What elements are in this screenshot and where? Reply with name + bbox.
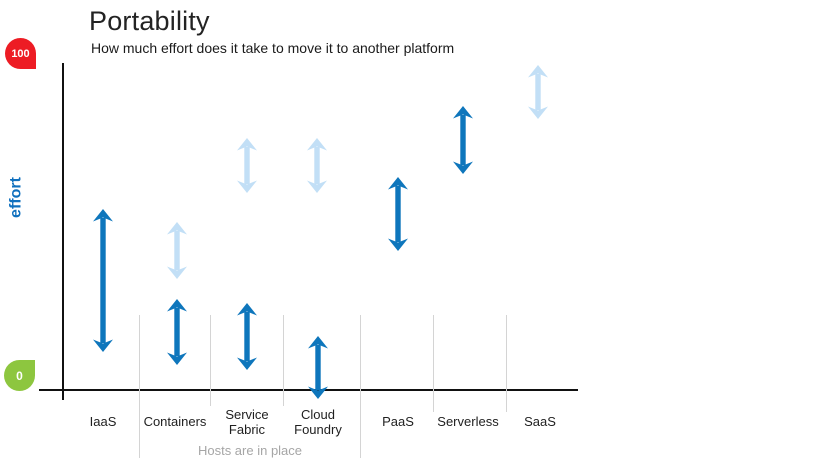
axis-max-badge: 100 xyxy=(5,38,36,69)
group-annotation: Hosts are in place xyxy=(197,443,303,458)
category-divider xyxy=(283,315,284,406)
effort-range-arrow-containers-light xyxy=(167,222,187,279)
category-divider xyxy=(210,315,211,406)
y-axis-label: effort xyxy=(7,177,25,218)
x-axis-line xyxy=(39,389,578,391)
effort-range-arrow-service-fabric-dark xyxy=(237,303,257,370)
category-label-saas: SaaS xyxy=(524,414,556,430)
page-title: Portability xyxy=(89,6,210,36)
effort-range-arrow-serverless-dark xyxy=(453,106,473,174)
category-divider xyxy=(433,315,434,412)
effort-range-arrow-saas-light xyxy=(528,65,548,119)
category-label-containers: Containers xyxy=(143,414,207,430)
category-label-cloud-foundry: Cloud Foundry xyxy=(294,406,342,437)
category-divider xyxy=(139,315,140,458)
effort-range-arrow-paas-dark xyxy=(388,177,408,251)
axis-min-badge: 0 xyxy=(4,360,35,391)
y-axis-line xyxy=(62,63,64,400)
category-label-paas: PaaS xyxy=(382,414,414,430)
category-label-serverless: Serverless xyxy=(437,414,499,430)
category-label-service-fabric: Service Fabric xyxy=(225,406,269,437)
category-divider xyxy=(506,315,507,412)
effort-range-arrow-containers-dark xyxy=(167,299,187,365)
category-label-iaas: IaaS xyxy=(89,414,117,430)
effort-range-arrow-service-fabric-light xyxy=(237,138,257,193)
effort-range-arrow-cloud-foundry-light xyxy=(307,138,327,193)
page-subtitle: How much effort does it take to move it … xyxy=(91,40,455,56)
effort-range-arrow-cloud-foundry-dark xyxy=(308,336,328,399)
effort-range-arrow-iaas-dark xyxy=(93,209,113,352)
category-divider xyxy=(360,315,361,458)
